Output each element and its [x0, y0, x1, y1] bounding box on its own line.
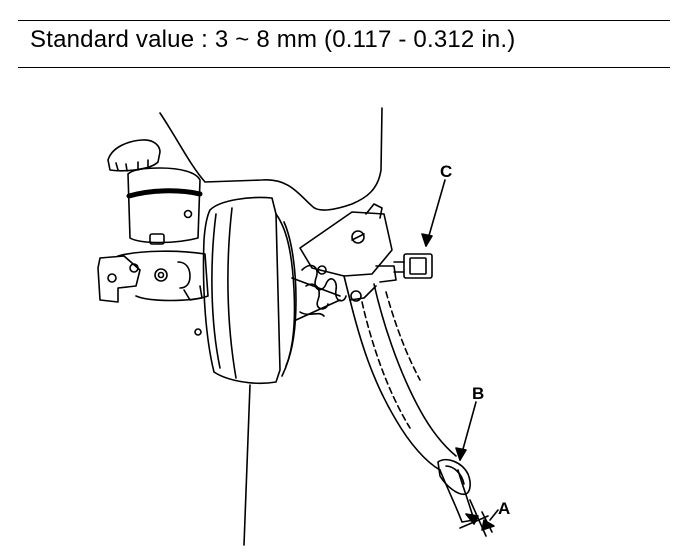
reservoir-cap — [107, 139, 161, 172]
firewall-outline — [159, 107, 383, 546]
callout-b-leader — [455, 401, 477, 461]
brake-pedal-arm — [349, 283, 475, 523]
callout-c-label: C — [440, 162, 452, 181]
callout-a-label: A — [498, 499, 510, 518]
standard-value-text: Standard value : 3 ~ 8 mm (0.117 - 0.312… — [30, 26, 516, 53]
callout-b-label: B — [472, 384, 484, 403]
pedal-pad — [437, 458, 471, 496]
return-spring — [291, 264, 347, 321]
header-rule-bottom — [18, 67, 670, 68]
brake-booster — [194, 196, 297, 385]
callout-c-leader — [421, 179, 446, 247]
brake-fluid-reservoir — [126, 167, 203, 245]
master-cylinder — [97, 250, 209, 303]
free-play-dimension — [459, 499, 495, 537]
callout-a-leader — [489, 509, 499, 521]
header-rule-top — [18, 20, 670, 21]
stop-lamp-switch — [375, 253, 433, 283]
pedal-bracket — [299, 203, 393, 302]
